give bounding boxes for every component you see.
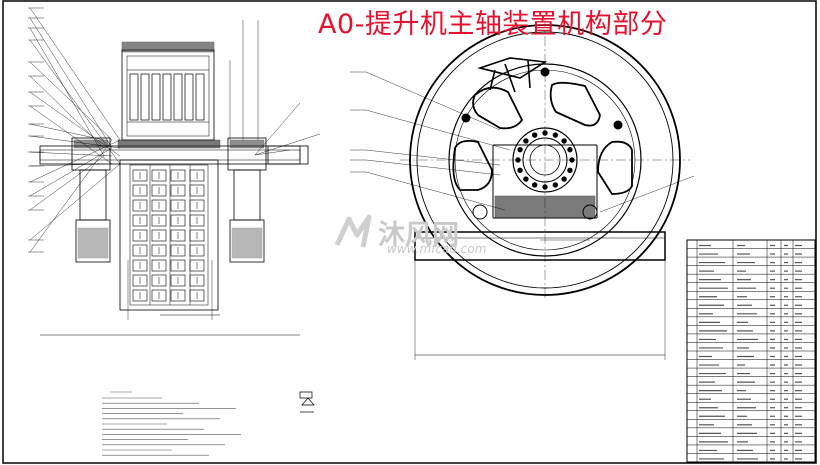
roughness-symbol [299,391,315,413]
spoke-bracket-top [477,57,548,93]
parts-list-table [686,239,816,463]
watermark-logo: 沐风网 www.mfcad.com [333,213,487,257]
technical-notes-lines [102,391,241,456]
wheel-leader-lines [350,71,695,213]
drum-liner-grid [129,73,205,302]
watermark-text: 沐风网 [378,220,459,251]
bearing-housings [73,41,265,259]
left-leader-lines [28,7,321,253]
watermark-mark-icon [334,214,372,248]
shaft-side-view [39,20,309,336]
wheel-front-view [400,18,690,360]
drawing-title: A0-提升机主轴装置机构部分 [318,9,668,40]
hub-lug-pattern [515,130,575,190]
watermark-url: www.mfcad.com [387,242,487,256]
